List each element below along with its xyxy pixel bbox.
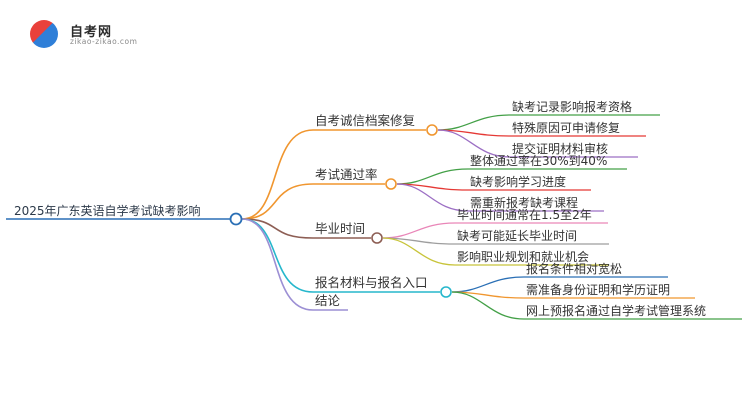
leaf-connector (396, 183, 469, 212)
root-knob (229, 212, 243, 226)
leaf-connector (437, 114, 511, 131)
branch-knob (440, 286, 452, 298)
leaf-study-progress[interactable]: 缺考影响学习进度 (470, 175, 567, 189)
leaf-loose-conditions[interactable]: 报名条件相对宽松 (526, 262, 623, 276)
branch-conclusion[interactable]: 结论 (315, 293, 341, 308)
leaf-absence-record[interactable]: 缺考记录影响报考资格 (512, 100, 633, 114)
branch-pass-rate[interactable]: 考试通过率 (315, 167, 378, 182)
leaf-graduation-duration[interactable]: 毕业时间通常在1.5至2年 (457, 208, 592, 222)
leaf-overall-pass-rate[interactable]: 整体通过率在30%到40% (470, 154, 608, 168)
leaf-online-registration[interactable]: 网上预报名通过自学考试管理系统 (526, 304, 707, 318)
branch-integrity-record[interactable]: 自考诚信档案修复 (315, 113, 416, 128)
leaf-career-impact[interactable]: 影响职业规划和就业机会 (457, 250, 590, 264)
branch-connector (241, 129, 314, 220)
leaf-special-reason[interactable]: 特殊原因可申请修复 (512, 121, 621, 135)
branch-knob (371, 232, 383, 244)
branch-connector (241, 183, 314, 220)
leaf-submit-proof[interactable]: 提交证明材料审核 (512, 142, 609, 156)
logo-domain: zikao-zikao.com (70, 37, 138, 46)
site-logo[interactable]: 自考网 zikao-zikao.com (30, 18, 140, 52)
branch-connector (241, 218, 314, 311)
leaf-connector (451, 291, 525, 320)
leaf-connector (382, 222, 456, 239)
branch-graduation-time[interactable]: 毕业时间 (315, 221, 366, 236)
leaf-connector (382, 237, 456, 266)
leaf-connector (437, 129, 511, 158)
branch-connector (241, 218, 314, 239)
leaf-delay-graduation[interactable]: 缺考可能延长毕业时间 (457, 229, 578, 243)
graduation-cap-icon (30, 20, 58, 48)
branch-knob (385, 178, 397, 190)
root-topic[interactable]: 2025年广东英语自学考试缺考影响 (14, 204, 201, 218)
leaf-connector (451, 276, 525, 293)
leaf-connector (396, 168, 469, 185)
leaf-id-documents[interactable]: 需准备身份证明和学历证明 (526, 283, 671, 297)
leaf-retake-course[interactable]: 需重新报考缺考课程 (470, 196, 579, 210)
branch-knob (426, 124, 438, 136)
branch-registration[interactable]: 报名材料与报名入口 (315, 275, 428, 290)
logo-title: 自考网 (70, 25, 113, 40)
